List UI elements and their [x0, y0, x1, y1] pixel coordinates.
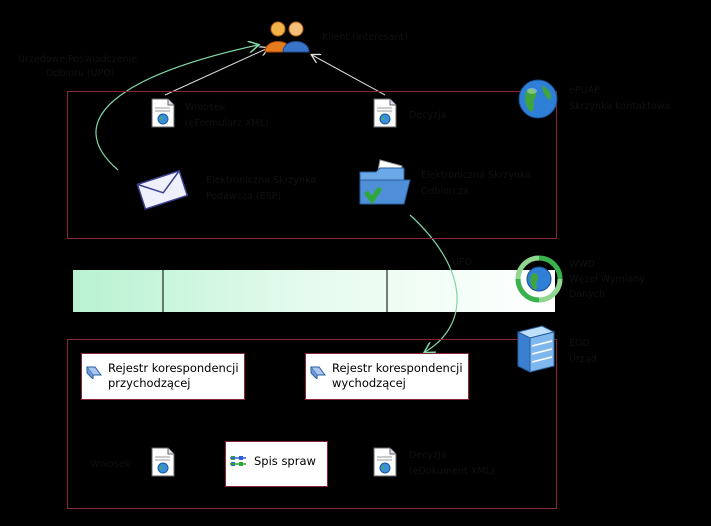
- wniosek-top-line2: (eFormularz XML): [185, 118, 269, 129]
- wniosek-top-line1: Wniosek: [185, 102, 226, 113]
- folder-icon: [359, 159, 411, 205]
- document-icon-wniosek-top: [151, 98, 175, 128]
- eod-label-line1: EOD: [569, 338, 590, 349]
- upo-outbox-curve: [409, 214, 458, 352]
- server-icon: [516, 325, 556, 373]
- epuap-label-line2: Skrzynka kontaktowa: [569, 101, 671, 112]
- client-label: Klient (interesant): [322, 32, 408, 43]
- upo-label-line2: Odbioru (UPO): [46, 68, 115, 79]
- upo-label-line1: Urzędowe Poświadczenie: [18, 54, 138, 65]
- register-icon-incoming: [86, 366, 102, 379]
- document-icon-decyzja-top: [373, 98, 397, 128]
- envelope-icon: [136, 169, 188, 211]
- users-icon: [264, 21, 310, 53]
- register-incoming-line2: przychodzącej: [108, 376, 191, 390]
- client-wniosek-line: [164, 48, 268, 96]
- wwd-band: [73, 270, 555, 312]
- outbox-label-line1: Elektroniczna Skrzynka: [421, 170, 532, 181]
- upo-short-label: UPO: [452, 257, 473, 268]
- eod-label-line2: Urząd: [569, 354, 597, 365]
- arrow-up-outbox: Λ: [381, 209, 389, 224]
- arrow-down-wniosek-bottom: V: [158, 430, 166, 445]
- document-icon-wniosek-bottom: [151, 447, 175, 477]
- register-incoming-line1: Rejestr korespondencji: [108, 361, 239, 375]
- eod-frame: [67, 339, 557, 509]
- globe-icon: [518, 79, 558, 119]
- decyzja-bottom-line2: (eDokument XML): [409, 466, 495, 477]
- decyzja-client-line: [312, 55, 386, 96]
- register-outgoing-line1: Rejestr korespondencji: [332, 361, 463, 375]
- upo-return-curve: [95, 45, 258, 171]
- wwd-label-line1: WWD: [569, 259, 596, 270]
- arrow-up-decyzja: Λ: [381, 131, 389, 146]
- arrow-down-wniosek: V: [158, 144, 166, 159]
- arrow-up-reg-out: Λ: [381, 400, 389, 415]
- inbox-label-line2: Podawcza (ESP): [206, 191, 282, 202]
- wniosek-bottom-label: Wniosek: [90, 459, 131, 470]
- exchange-globe-icon: [515, 255, 563, 303]
- register-icon-outgoing: [310, 366, 326, 379]
- register-incoming-box: Rejestr korespondencji przychodzącej: [81, 353, 245, 400]
- case-list-icon: [230, 456, 246, 466]
- register-outgoing-line2: wychodzącej: [332, 376, 406, 390]
- arrow-down-inbox: V: [158, 224, 165, 235]
- arrow-right-to-spis: >: [210, 456, 218, 471]
- epuap-frame: [67, 91, 557, 239]
- epuap-label-line1: ePUAP: [569, 85, 600, 96]
- register-outgoing-box: Rejestr korespondencji wychodzącej: [305, 353, 469, 400]
- outbox-label-line2: Odbiorcza: [421, 186, 469, 197]
- arrow-right-to-decyzja: >: [358, 456, 366, 471]
- wwd-label-line2: Węzeł Wymiany: [569, 274, 645, 285]
- decyzja-bottom-line1: Decyzja: [409, 450, 447, 461]
- spis-spraw-label: Spis spraw: [254, 454, 316, 468]
- arrow-down-reg-in: V: [158, 340, 166, 355]
- decyzja-top-label: Decyzja: [409, 110, 447, 121]
- inbox-label-line1: Elektroniczna Skrzynka: [206, 175, 317, 186]
- document-icon-decyzja-bottom: [373, 447, 397, 477]
- wwd-label-line3: Danych: [569, 289, 606, 300]
